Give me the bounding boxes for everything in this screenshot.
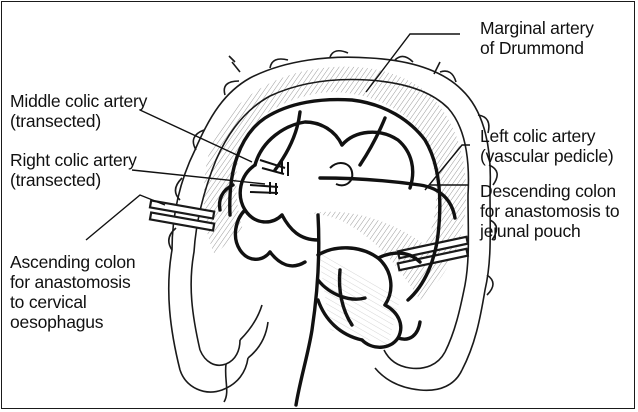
label-left-colic-artery: Left colic artery (vascular pedicle) — [480, 126, 614, 166]
descending-colon-end — [375, 350, 462, 390]
label-middle-colic-artery: Middle colic artery (transected) — [10, 91, 147, 131]
label-ascending-colon: Ascending colon for anastomosis to cervi… — [10, 252, 135, 332]
label-marginal-artery: Marginal artery of Drummond — [480, 18, 594, 58]
label-line: (transected) — [10, 170, 137, 190]
mesentery-lower — [318, 250, 400, 345]
label-line: to cervical — [10, 292, 135, 312]
label-descending-colon: Descending colon for anastomosis to jeju… — [480, 181, 619, 241]
label-line: Descending colon — [480, 181, 619, 201]
label-line: (vascular pedicle) — [480, 146, 614, 166]
label-line: Right colic artery — [10, 150, 137, 170]
label-line: Ascending colon — [10, 252, 135, 272]
label-line: jejunal pouch — [480, 221, 619, 241]
label-line: for anastomosis to — [480, 201, 619, 221]
label-line: of Drummond — [480, 38, 594, 58]
label-line: for anastomosis — [10, 272, 135, 292]
label-line: Left colic artery — [480, 126, 614, 146]
label-right-colic-artery: Right colic artery (transected) — [10, 150, 137, 190]
caecum — [180, 305, 268, 402]
label-line: (transected) — [10, 111, 147, 131]
label-line: oesophagus — [10, 312, 135, 332]
label-line: Marginal artery — [480, 18, 594, 38]
label-line: Middle colic artery — [10, 91, 147, 111]
